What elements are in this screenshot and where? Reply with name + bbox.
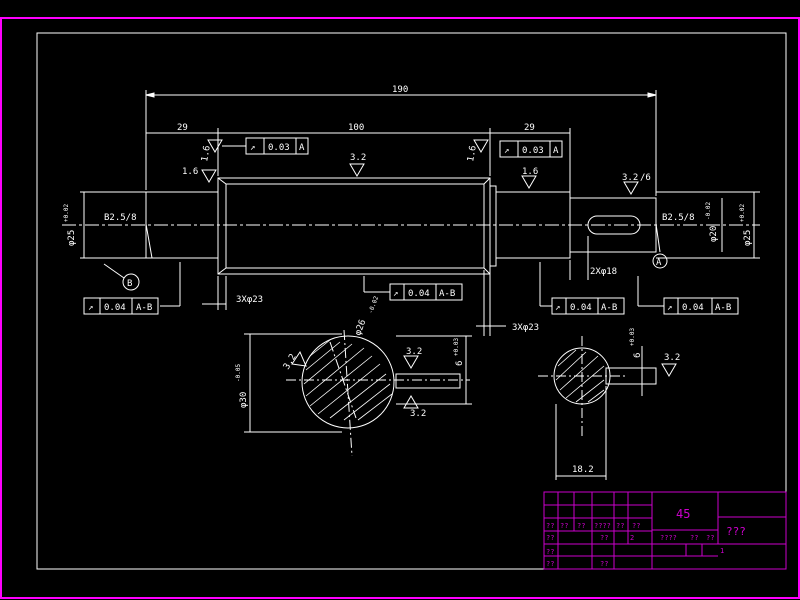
tol-frame-bottom-r2: ↗ 0.04 A-B [638, 297, 739, 315]
tol-bottom-r1-ref: A-B [601, 303, 617, 313]
tol-bottom-r2-val: 0.04 [682, 303, 704, 313]
tb-cell-6: ???? [660, 534, 677, 542]
tb-cell-13: 2 [630, 534, 634, 542]
tol-top-left-ref: A [299, 143, 305, 153]
dim-left-shoulder: 29 [177, 123, 188, 133]
section-a-key-tol: +0.03 [453, 338, 460, 356]
tol-frame-bottom-left: ↗ 0.04 A-B [83, 297, 159, 315]
dia-left: φ25 [67, 230, 77, 246]
section-b-texts: 18.2 6 +0.03 3.2 [572, 328, 680, 475]
roughness-r7: /6 [640, 173, 651, 183]
tb-cell-15: 1 [720, 547, 724, 555]
datum-a-label: A [656, 258, 662, 268]
section-a-dia: φ30 [239, 392, 249, 408]
tol-bottom-mid-val: 0.04 [408, 289, 430, 299]
tb-cell-5: ?? [632, 522, 640, 530]
tol-frame-top-right: ↗ 0.03 A [499, 140, 563, 158]
shaft-main-view [62, 90, 760, 336]
material-label: 45 [676, 507, 690, 521]
datum-b-label: B [127, 279, 132, 289]
tol-bottom-mid-sym: ↗ [393, 289, 398, 299]
tb-cell-11: ?? [546, 548, 554, 556]
tol-top-right-val: 0.03 [522, 146, 544, 156]
dim-keyway-len: 2Xφ18 [590, 267, 617, 277]
tol-bottom-r1-val: 0.04 [570, 303, 592, 313]
roughness-symbols: 1.6 1.6 3.2 1.6 1.6 3.2 /6 [182, 139, 651, 195]
datum-a-circle [652, 253, 668, 269]
tol-bottom-mid-ref: A-B [439, 289, 455, 299]
roughness-r2: 1.6 [182, 167, 198, 177]
title-block [543, 491, 787, 570]
roughness-r5: 1.6 [522, 167, 538, 177]
dim-right-shoulder: 29 [524, 123, 535, 133]
section-b-rough: 3.2 [664, 353, 680, 363]
inner-frame [36, 32, 787, 570]
tb-cell-7: ?? [690, 534, 698, 542]
tb-cell-10: ?? [600, 534, 608, 542]
tol-frame-bottom-mid: ↗ 0.04 A-B [364, 283, 463, 301]
section-b-key: 6 [633, 353, 643, 358]
dia-right: φ25 [743, 230, 753, 246]
section-b-view [538, 336, 677, 480]
tol-bottom-left-sym: ↗ [88, 303, 93, 313]
dia-key: φ20 [709, 226, 719, 242]
section-a-key: 6 [455, 361, 465, 366]
tol-top-right-sym: ↗ [504, 146, 509, 156]
tol-bottom-r1-sym: ↗ [555, 303, 560, 313]
chamfer-right: B2.5/8 [662, 213, 695, 223]
datum-b-circle [122, 273, 140, 291]
tb-cell-9: ?? [546, 534, 554, 542]
chamfer-left: B2.5/8 [104, 213, 137, 223]
tol-top-left-val: 0.03 [268, 143, 290, 153]
section-a-spline: φ26 [353, 318, 368, 337]
tol-frame-top-left: ↗ 0.03 A [222, 137, 309, 155]
dia-key-tol: -0.02 [705, 202, 712, 220]
tb-cell-14: ?? [600, 560, 608, 568]
dia-right-tol: +0.02 [739, 204, 746, 222]
tb-cell-0: ?? [546, 522, 554, 530]
tb-cell-4: ?? [616, 522, 624, 530]
tb-cell-3: ???? [594, 522, 611, 530]
tol-bottom-r2-ref: A-B [715, 303, 731, 313]
tb-cell-2: ?? [577, 522, 585, 530]
dim-overall: 190 [392, 85, 408, 95]
section-a-rough2: 3.2 [406, 347, 422, 357]
tb-cell-1: ?? [560, 522, 568, 530]
outer-frame [0, 17, 800, 599]
section-a-dia-tol: -0.05 [235, 364, 242, 382]
tol-bottom-left-val: 0.04 [104, 303, 126, 313]
tol-bottom-r2-sym: ↗ [667, 303, 672, 313]
section-a-rough1: 3.2 [282, 352, 299, 371]
tolerance-frames: ↗ 0.03 A ↗ 0.03 A ↗ 0.04 A-B ↗ 0.04 [83, 137, 739, 315]
roughness-r6: 3.2 [622, 173, 638, 183]
section-b-width: 18.2 [572, 465, 594, 475]
tol-bottom-left-ref: A-B [136, 303, 152, 313]
tol-top-right-ref: A [553, 146, 559, 156]
section-a-rough3: 3.2 [410, 409, 426, 419]
drawing-name: ??? [726, 525, 746, 538]
dim-thread-left: 3Xφ23 [236, 295, 263, 305]
tb-cell-12: ?? [546, 560, 554, 568]
roughness-r1: 1.6 [200, 145, 213, 163]
roughness-r3: 3.2 [350, 153, 366, 163]
section-a-view [244, 329, 472, 457]
roughness-r4: 1.6 [466, 145, 479, 163]
dim-middle: 100 [348, 123, 364, 133]
tol-frame-bottom-r1: ↗ 0.04 A-B [540, 297, 625, 315]
section-b-key-tol: +0.03 [629, 328, 636, 346]
tol-top-left-sym: ↗ [250, 143, 255, 153]
tb-cell-8: ?? [706, 534, 714, 542]
title-block-texts: 45 ??? ?? ?? ?? ???? ?? ?? ???? ?? ?? ??… [546, 507, 746, 568]
dimension-texts: 190 29 100 29 3Xφ23 3Xφ23 2Xφ18 B2.5/8 B… [63, 85, 753, 333]
dia-left-tol: +0.02 [63, 204, 70, 222]
dim-thread-right: 3Xφ23 [512, 323, 539, 333]
section-a-spline-tol: -0.02 [367, 295, 380, 315]
